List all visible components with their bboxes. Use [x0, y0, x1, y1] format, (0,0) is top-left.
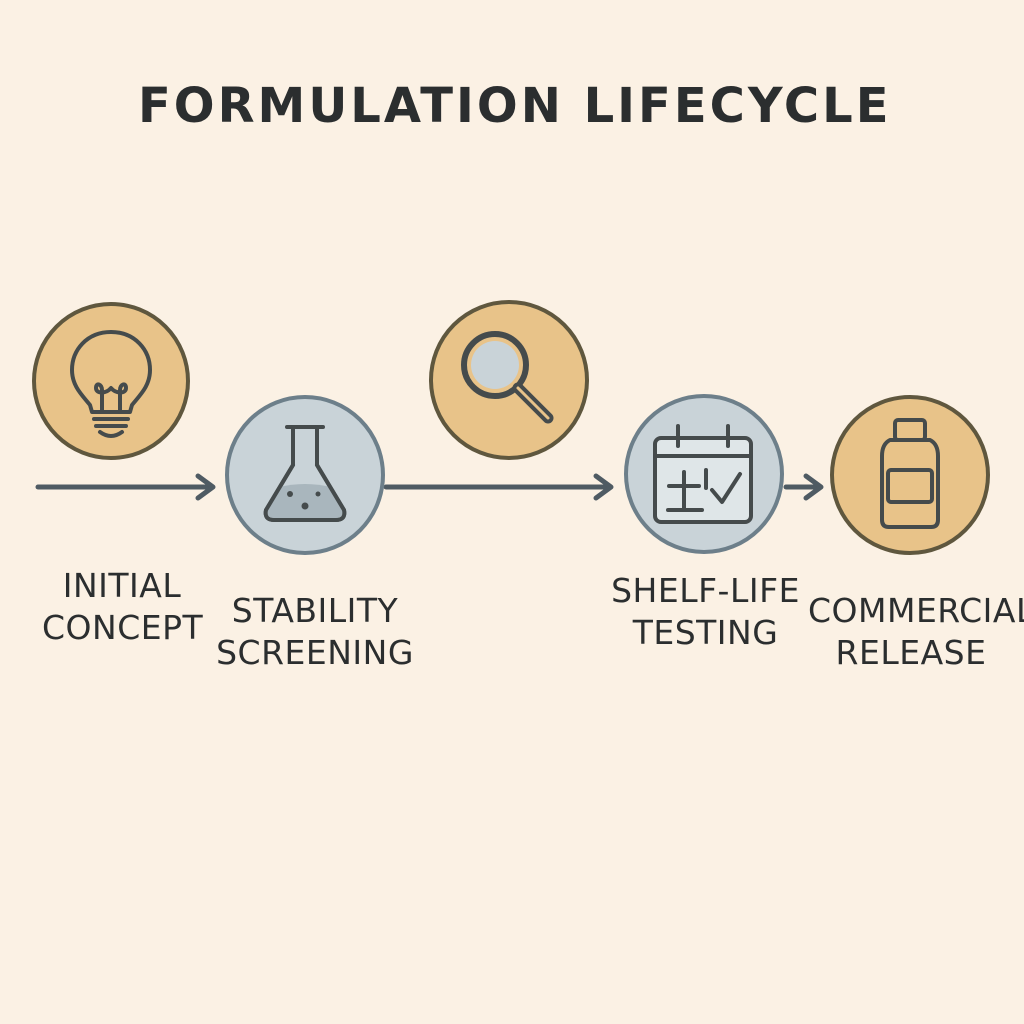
label-stability-screening: STABILITY SCREENING	[216, 591, 414, 672]
calendar-check-icon	[653, 424, 753, 524]
bottle-icon	[880, 418, 940, 529]
node-commercial-release	[830, 395, 990, 555]
magnifier-icon	[461, 331, 554, 424]
node-shelf-life-testing	[624, 394, 784, 554]
label-initial-concept: INITIAL CONCEPT	[42, 566, 204, 647]
label-shelf-life-testing: SHELF-LIFE TESTING	[611, 571, 800, 652]
lightbulb-icon	[70, 330, 152, 438]
node-initial-concept	[32, 302, 190, 460]
connector-arrow-2	[383, 473, 614, 501]
label-commercial-release: COMMERCIAL RELEASE	[808, 591, 1024, 672]
node-analysis	[429, 300, 589, 460]
connector-arrow-1	[35, 473, 216, 501]
connector-arrow-3	[783, 473, 824, 501]
node-stability-screening	[225, 395, 385, 555]
flask-icon	[263, 425, 347, 522]
diagram-title: FORMULATION LIFECYCLE	[138, 78, 892, 134]
